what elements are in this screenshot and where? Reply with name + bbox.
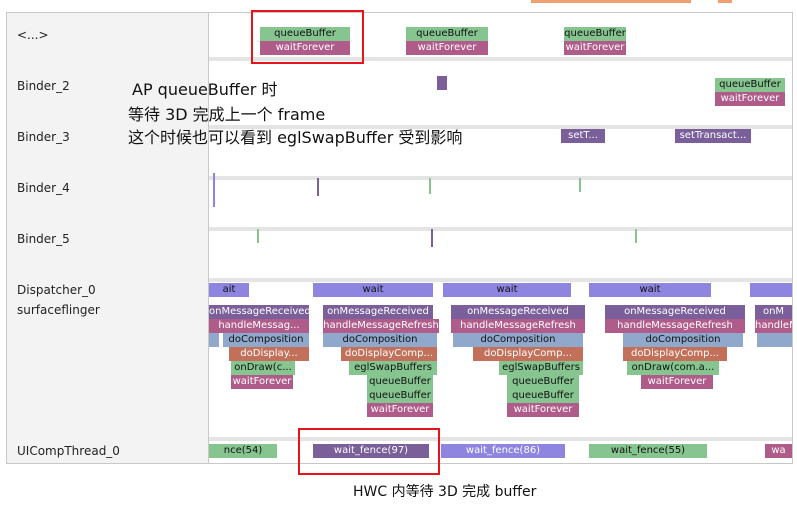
slice-waitforever[interactable]: waitForever bbox=[507, 403, 579, 417]
thread-label[interactable]: surfaceflinger bbox=[17, 303, 100, 317]
thread-label[interactable]: Binder_4 bbox=[17, 181, 70, 195]
slice-queuebuffer[interactable]: queueBuffer bbox=[260, 27, 350, 41]
annotation-line-1: AP queueBuffer 时 bbox=[132, 80, 278, 99]
slice-wait-fence[interactable]: wait_fence(55) bbox=[589, 444, 707, 458]
slice-queuebuffer[interactable]: queueBuffer bbox=[507, 389, 579, 403]
slice-tick[interactable] bbox=[431, 229, 433, 247]
slice-wait-fence[interactable]: wa bbox=[765, 444, 792, 458]
annotation-line-2: 等待 3D 完成上一个 frame bbox=[128, 105, 326, 124]
thread-label[interactable]: Binder_3 bbox=[17, 130, 70, 144]
row-separator bbox=[209, 125, 792, 129]
slice-queuebuffer[interactable]: queueBuffer bbox=[715, 78, 785, 92]
slice-waitforever[interactable]: waitForever bbox=[406, 41, 488, 55]
slice-handlemessagerefresh[interactable]: handleMessageRefresh bbox=[605, 319, 745, 333]
slice-waitforever[interactable]: waitForever bbox=[564, 41, 626, 55]
slice-docomposition[interactable]: doComposition bbox=[323, 333, 437, 347]
slice-dodisplaycomp[interactable]: doDisplayComp... bbox=[341, 347, 437, 361]
slice-queuebuffer[interactable]: queueBuffer bbox=[507, 375, 579, 389]
slice-docomposition[interactable]: doComposition bbox=[453, 333, 583, 347]
highlight-box-queuebuffer bbox=[251, 10, 364, 64]
thread-label[interactable]: Dispatcher_0 bbox=[17, 283, 96, 297]
annotation-line-3: 这个时候也可以看到 eglSwapBuffer 受到影响 bbox=[128, 128, 463, 147]
slice-onmessagereceived[interactable]: onMessageReceived bbox=[605, 305, 745, 319]
slice-eglswapbuffers[interactable]: eglSwapBuffers bbox=[349, 361, 437, 375]
slice-handlemessagerefresh[interactable]: handleMessageRefresh bbox=[451, 319, 585, 333]
slice-tick[interactable] bbox=[429, 178, 431, 194]
slice-dodisplay[interactable]: doDisplay... bbox=[229, 347, 309, 361]
slice-settransact[interactable]: setTransact... bbox=[675, 129, 751, 143]
slice-docomposition[interactable]: doComposition bbox=[623, 333, 743, 347]
slice-tick[interactable] bbox=[635, 229, 637, 243]
slice-wait[interactable]: wait bbox=[443, 283, 571, 297]
slice-queuebuffer[interactable]: queueBuffer bbox=[564, 27, 626, 41]
slice-handlemessage[interactable]: handleMessag... bbox=[209, 319, 309, 333]
row-separator bbox=[209, 176, 792, 180]
thread-label-column: <...> Binder_2 Binder_3 Binder_4 Binder_… bbox=[7, 13, 209, 463]
slice-wait[interactable]: wait bbox=[313, 283, 433, 297]
slice-tick[interactable] bbox=[317, 178, 319, 196]
slice-docomposition[interactable] bbox=[757, 333, 792, 347]
slice-waitforever[interactable]: waitForever bbox=[641, 375, 713, 389]
thread-label[interactable]: UICompThread_0 bbox=[17, 444, 120, 458]
slice-wait[interactable]: wait bbox=[589, 283, 711, 297]
slice-waitforever[interactable]: waitForever bbox=[260, 41, 350, 55]
row-separator bbox=[209, 278, 792, 282]
slice-waitforever[interactable]: waitForever bbox=[231, 375, 293, 389]
row-separator bbox=[209, 57, 792, 61]
slice-wait[interactable] bbox=[750, 283, 792, 297]
slice-wait-fence[interactable]: nce(54) bbox=[209, 444, 277, 458]
slice-settransact[interactable]: setT... bbox=[561, 129, 605, 143]
slice-onmessagereceived[interactable]: onMessageReceived bbox=[323, 305, 433, 319]
slice-onmessagereceived[interactable]: onMessageReceived bbox=[209, 305, 309, 319]
slice-queuebuffer[interactable]: queueBuffer bbox=[367, 389, 433, 403]
thread-label[interactable]: <...> bbox=[17, 28, 49, 42]
thread-label[interactable]: Binder_2 bbox=[17, 79, 70, 93]
slice-wait-fence[interactable]: wait_fence(97) bbox=[313, 444, 429, 458]
slice-binder[interactable] bbox=[437, 76, 447, 90]
slice-docomposition[interactable]: doComposition bbox=[223, 333, 309, 347]
orange-highlight-mark bbox=[718, 0, 732, 3]
row-separator bbox=[209, 227, 792, 231]
orange-highlight-bar bbox=[531, 0, 691, 3]
thread-label[interactable]: Binder_5 bbox=[17, 232, 70, 246]
systrace-panel: <...> Binder_2 Binder_3 Binder_4 Binder_… bbox=[6, 12, 793, 464]
slice-dodisplaycomp[interactable]: doDisplayComp... bbox=[623, 347, 727, 361]
slice-tick[interactable] bbox=[579, 178, 581, 192]
slice-waitforever[interactable]: waitForever bbox=[715, 92, 785, 106]
slice-tick[interactable] bbox=[257, 229, 259, 243]
slice-wait-fence[interactable]: wait_fence(86) bbox=[441, 444, 565, 458]
slice-handlemessagerefresh[interactable]: handleMessageRefresh bbox=[323, 319, 439, 333]
slice-onmessagereceived[interactable]: onMessageReceived bbox=[451, 305, 585, 319]
row-separator bbox=[209, 437, 792, 441]
slice-small[interactable] bbox=[209, 333, 219, 347]
caption: HWC 内等待 3D 完成 buffer bbox=[353, 484, 537, 500]
slice-waitforever[interactable]: waitForever bbox=[367, 403, 433, 417]
slice-wait[interactable]: ait bbox=[209, 283, 249, 297]
slice-onmessagereceived[interactable]: onM bbox=[755, 305, 792, 319]
slice-queuebuffer[interactable]: queueBuffer bbox=[367, 375, 433, 389]
slice-handlemessage[interactable]: handleM bbox=[755, 319, 792, 333]
slice-queuebuffer[interactable]: queueBuffer bbox=[406, 27, 488, 41]
slice-ondraw[interactable]: onDraw(c... bbox=[231, 361, 295, 375]
slice-eglswapbuffers[interactable]: eglSwapBuffers bbox=[499, 361, 583, 375]
slice-dodisplaycomp[interactable]: doDisplayComp... bbox=[473, 347, 583, 361]
track-area: queueBuffer waitForever queueBuffer wait… bbox=[209, 13, 792, 463]
slice-ondraw[interactable]: onDraw(com.a... bbox=[627, 361, 719, 375]
slice-tick[interactable] bbox=[213, 173, 215, 207]
highlight-box-wait-fence bbox=[298, 428, 440, 475]
